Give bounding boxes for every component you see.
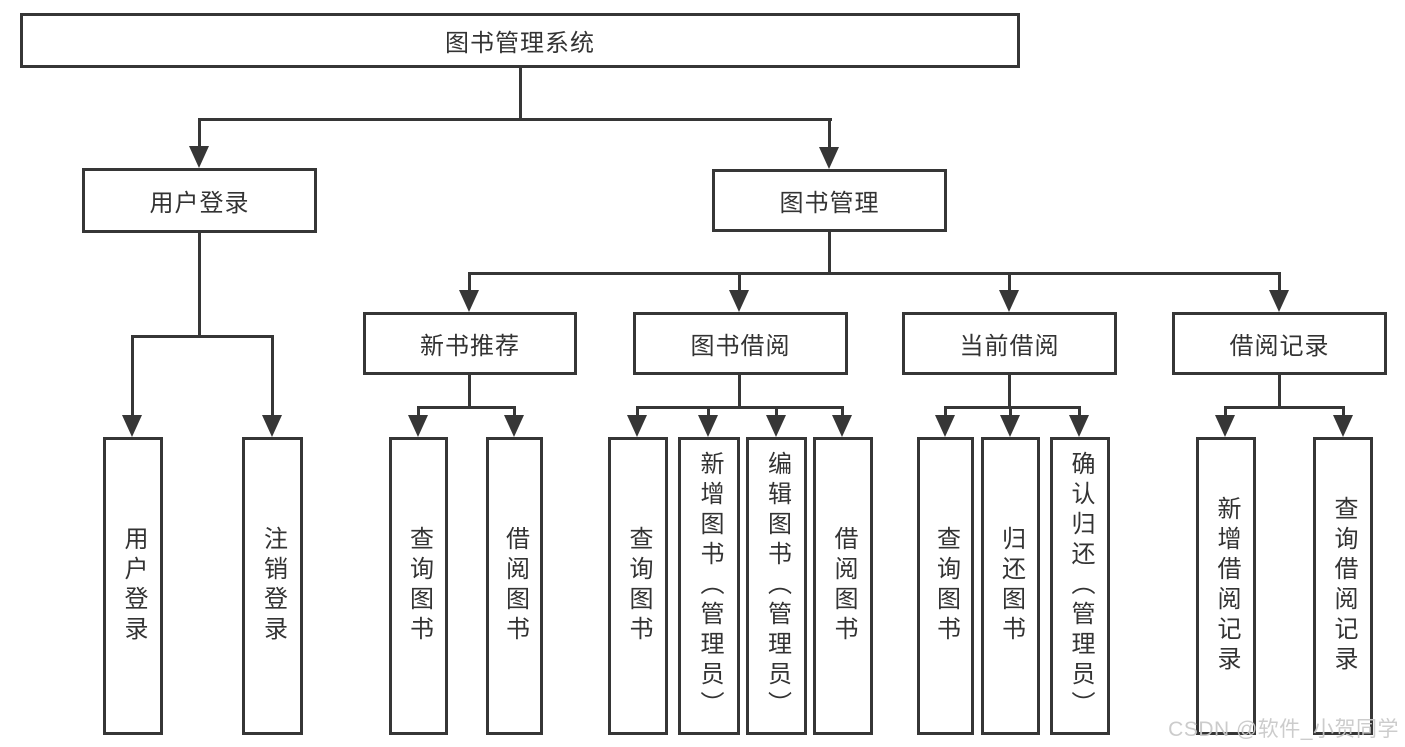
leaf-user-login: 用户登录 bbox=[103, 437, 163, 735]
leaf-br-query-record-label: 查询借阅记录 bbox=[1330, 496, 1357, 676]
leaf-bb-borrow-books: 借阅图书 bbox=[813, 437, 873, 735]
connector-line bbox=[841, 406, 844, 417]
connector-line bbox=[131, 335, 274, 338]
node-user-login: 用户登录 bbox=[82, 168, 317, 233]
connector-line bbox=[417, 406, 420, 417]
leaf-bb-edit-books-label: 编辑图书（管理员） bbox=[763, 451, 791, 721]
leaf-cb-query-books-label: 查询图书 bbox=[932, 526, 960, 646]
arrowhead-down-icon bbox=[698, 415, 718, 437]
connector-line bbox=[1278, 272, 1281, 292]
connector-line bbox=[131, 335, 134, 417]
leaf-bb-query-books-label: 查询图书 bbox=[625, 526, 652, 646]
connector-line bbox=[828, 118, 831, 151]
leaf-cb-return-books-label: 归还图书 bbox=[997, 526, 1025, 646]
leaf-nb-query-books: 查询图书 bbox=[389, 437, 448, 735]
connector-line bbox=[775, 406, 778, 417]
leaf-bb-edit-books: 编辑图书（管理员） bbox=[746, 437, 807, 735]
arrowhead-down-icon bbox=[1069, 415, 1089, 437]
leaf-logout: 注销登录 bbox=[242, 437, 303, 735]
connector-line bbox=[944, 406, 947, 417]
leaf-nb-borrow-books-label: 借阅图书 bbox=[501, 526, 529, 646]
arrowhead-down-icon bbox=[766, 415, 786, 437]
connector-line bbox=[1224, 406, 1345, 409]
leaf-bb-add-books: 新增图书（管理员） bbox=[678, 437, 740, 735]
connector-line bbox=[513, 406, 516, 417]
node-new-book-recommend: 新书推荐 bbox=[363, 312, 577, 375]
leaf-cb-confirm-return-label: 确认归还（管理员） bbox=[1067, 451, 1094, 721]
connector-line bbox=[944, 406, 1081, 409]
leaf-nb-borrow-books: 借阅图书 bbox=[486, 437, 543, 735]
connector-line bbox=[519, 68, 522, 118]
arrowhead-down-icon bbox=[504, 415, 524, 437]
node-user-login-label: 用户登录 bbox=[149, 190, 250, 217]
arrowhead-down-icon bbox=[627, 415, 647, 437]
node-current-borrow: 当前借阅 bbox=[902, 312, 1117, 375]
connector-line bbox=[1008, 375, 1011, 406]
leaf-br-add-record: 新增借阅记录 bbox=[1196, 437, 1256, 735]
connector-line bbox=[198, 118, 832, 121]
node-book-management: 图书管理 bbox=[712, 169, 947, 232]
leaf-br-query-record: 查询借阅记录 bbox=[1313, 437, 1373, 735]
connector-line bbox=[1278, 375, 1281, 406]
leaf-cb-return-books: 归还图书 bbox=[981, 437, 1040, 735]
arrowhead-down-icon bbox=[408, 415, 428, 437]
leaf-logout-label: 注销登录 bbox=[259, 526, 287, 646]
leaf-bb-add-books-label: 新增图书（管理员） bbox=[696, 451, 723, 721]
leaf-bb-borrow-books-label: 借阅图书 bbox=[830, 526, 857, 646]
node-book-borrow: 图书借阅 bbox=[633, 312, 848, 375]
leaf-bb-query-books: 查询图书 bbox=[608, 437, 668, 735]
arrowhead-down-icon bbox=[189, 146, 209, 168]
csdn-watermark: CSDN @软件_小贺同学 bbox=[1168, 718, 1399, 741]
leaf-br-add-record-label: 新增借阅记录 bbox=[1213, 496, 1240, 676]
node-borrow-records-label: 借阅记录 bbox=[1229, 333, 1330, 360]
node-book-borrow-label: 图书借阅 bbox=[690, 333, 791, 360]
connector-line bbox=[468, 375, 471, 406]
connector-line bbox=[271, 335, 274, 417]
arrowhead-down-icon bbox=[819, 147, 839, 169]
connector-line bbox=[468, 272, 1281, 275]
leaf-cb-query-books: 查询图书 bbox=[917, 437, 974, 735]
arrowhead-down-icon bbox=[1333, 415, 1353, 437]
leaf-cb-confirm-return: 确认归还（管理员） bbox=[1050, 437, 1110, 735]
node-root-label: 图书管理系统 bbox=[445, 30, 595, 57]
arrowhead-down-icon bbox=[1269, 290, 1289, 312]
arrowhead-down-icon bbox=[459, 290, 479, 312]
arrowhead-down-icon bbox=[999, 290, 1019, 312]
node-new-book-recommend-label: 新书推荐 bbox=[420, 333, 520, 360]
arrowhead-down-icon bbox=[935, 415, 955, 437]
leaf-user-login-label: 用户登录 bbox=[120, 526, 147, 646]
connector-line bbox=[1342, 406, 1345, 417]
arrowhead-down-icon bbox=[832, 415, 852, 437]
connector-line bbox=[417, 406, 516, 409]
leaf-nb-query-books-label: 查询图书 bbox=[405, 526, 433, 646]
connector-line bbox=[636, 406, 844, 409]
connector-line bbox=[1008, 272, 1011, 292]
connector-line bbox=[738, 272, 741, 292]
connector-line bbox=[707, 406, 710, 417]
connector-line bbox=[198, 118, 201, 150]
arrowhead-down-icon bbox=[1215, 415, 1235, 437]
arrowhead-down-icon bbox=[262, 415, 282, 437]
node-borrow-records: 借阅记录 bbox=[1172, 312, 1387, 375]
node-book-management-label: 图书管理 bbox=[779, 190, 880, 217]
arrowhead-down-icon bbox=[1000, 415, 1020, 437]
node-root: 图书管理系统 bbox=[20, 13, 1020, 68]
connector-line bbox=[828, 232, 831, 272]
connector-line bbox=[198, 233, 201, 335]
connector-line bbox=[1009, 406, 1012, 417]
arrowhead-down-icon bbox=[729, 290, 749, 312]
arrowhead-down-icon bbox=[122, 415, 142, 437]
connector-line bbox=[1078, 406, 1081, 417]
connector-line bbox=[468, 272, 471, 292]
connector-line bbox=[738, 375, 741, 406]
connector-line bbox=[1224, 406, 1227, 417]
node-current-borrow-label: 当前借阅 bbox=[959, 333, 1060, 360]
connector-line bbox=[636, 406, 639, 417]
